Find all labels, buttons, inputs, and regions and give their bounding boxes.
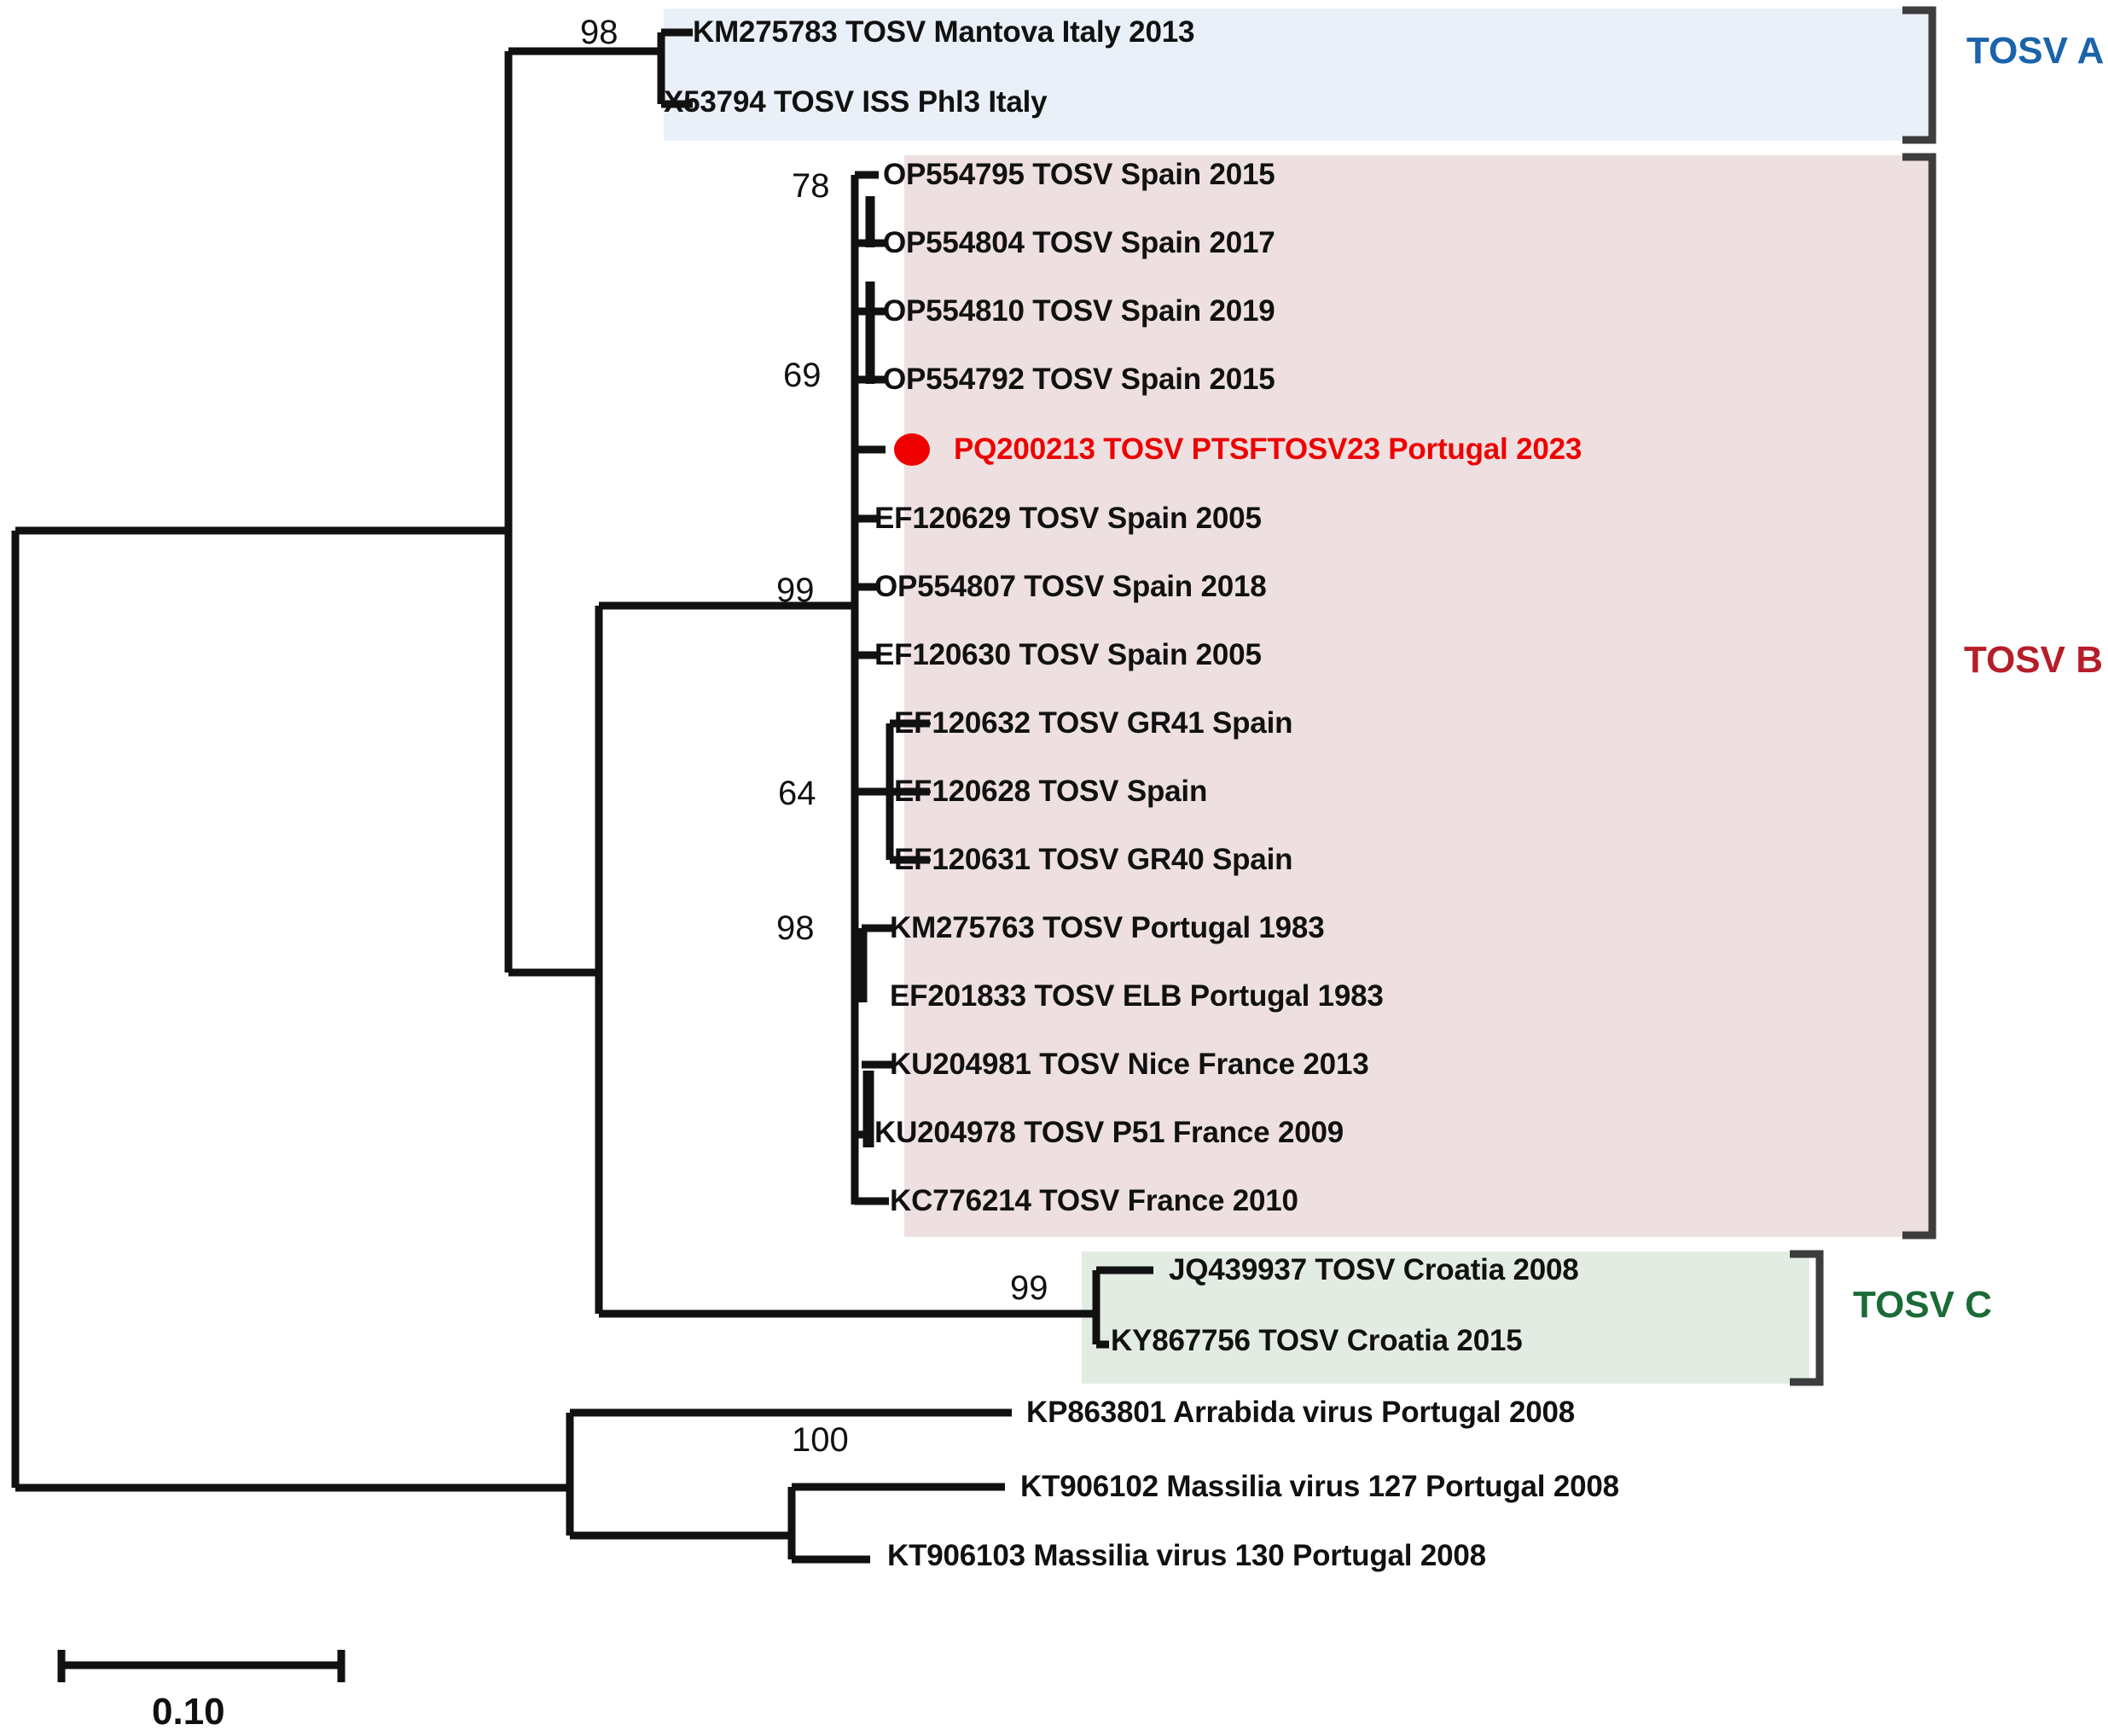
leaf-label: OP554810 TOSV Spain 2019 [883,294,1275,328]
leaf-label: EF120631 TOSV GR40 Spain [894,843,1293,876]
leaf-label: OP554804 TOSV Spain 2017 [883,226,1275,259]
leaf-label: EF120629 TOSV Spain 2005 [874,502,1262,535]
leaf-label: X53794 TOSV ISS Phl3 Italy [664,85,1048,119]
leaf-label: OP554807 TOSV Spain 2018 [874,570,1267,603]
bootstrap-support-value: 99 [776,572,815,609]
bootstrap-support-value: 100 [792,1421,849,1459]
bracket-tosv-b [1902,153,1937,1240]
leaf-label: EF120630 TOSV Spain 2005 [874,638,1262,671]
leaf-label: KU204981 TOSV Nice France 2013 [890,1048,1369,1081]
leaf-label: KU204978 TOSV P51 France 2009 [874,1116,1344,1149]
bootstrap-support-value: 78 [792,167,830,205]
leaf-label: JQ439937 TOSV Croatia 2008 [1169,1253,1579,1286]
clade-title-tosv-a: TOSV A [1966,30,2105,72]
bootstrap-support-value: 64 [778,775,816,812]
leaf-label: KT906102 Massilia virus 127 Portugal 200… [1020,1470,1619,1503]
scale-bar-label: 0.10 [152,1691,225,1733]
leaf-label: KY867756 TOSV Croatia 2015 [1111,1324,1523,1357]
leaf-label: OP554792 TOSV Spain 2015 [883,363,1275,396]
new-sequence-marker-dot [894,433,930,466]
leaf-label: KM275763 TOSV Portugal 1983 [890,911,1325,944]
leaf-label: EF201833 TOSV ELB Portugal 1983 [890,979,1384,1013]
bootstrap-support-value: 69 [783,357,822,394]
leaf-label: KC776214 TOSV France 2010 [890,1184,1298,1217]
leaf-label: KM275783 TOSV Mantova Italy 2013 [693,15,1195,49]
bracket-tosv-c [1790,1250,1824,1386]
bootstrap-support-value: 98 [580,14,618,51]
leaf-label: EF120628 TOSV Spain [894,775,1208,808]
bootstrap-support-value: 98 [776,909,815,947]
leaf-label-highlighted: PQ200213 TOSV PTSFTOSV23 Portugal 2023 [954,433,1582,466]
bootstrap-support-value: 99 [1010,1269,1048,1307]
bracket-tosv-a [1902,6,1937,144]
leaf-label: KP863801 Arrabida virus Portugal 2008 [1026,1396,1576,1429]
leaf-label: EF120632 TOSV GR41 Spain [894,706,1293,740]
leaf-label: KT906103 Massilia virus 130 Portugal 200… [887,1539,1486,1572]
clade-title-tosv-c: TOSV C [1853,1284,1993,1326]
leaf-label: OP554795 TOSV Spain 2015 [883,158,1275,191]
clade-title-tosv-b: TOSV B [1964,639,2104,681]
